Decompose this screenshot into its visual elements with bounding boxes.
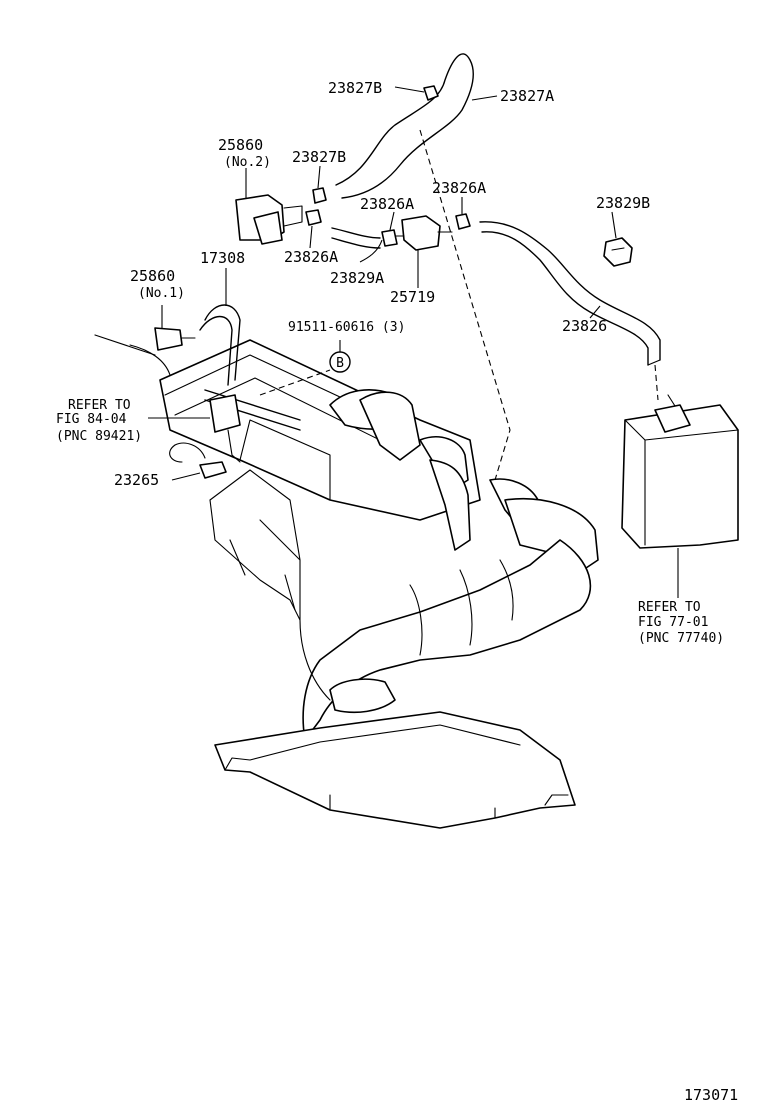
label-23829a: 23829A [330,269,384,287]
clamp-23826a-low [381,229,398,247]
label-17308: 17308 [200,249,245,267]
clamp-23827b-mid [312,187,327,204]
refer-left-line1: REFER TO [68,398,131,413]
clamp-23826a-mid [305,209,322,226]
label-23826: 23826 [562,317,607,335]
label-23826a-right: 23826A [432,179,486,197]
hose-23827a [335,53,474,199]
part-labels: 23827B 23827A 25860 (No.2) 23827B 23826A… [56,79,738,1104]
label-23265: 23265 [114,471,159,489]
clamp-23829b [603,237,633,267]
hose-23829a [331,227,381,249]
filter-25719 [395,215,453,251]
label-23829b: 23829B [596,194,650,212]
label-25860-no1: 25860 [130,267,175,285]
refer-right-line2: FIG 77-01 [638,615,708,630]
reference-b-marker: B [329,351,351,373]
label-25860-no2-sub: (No.2) [224,155,271,170]
refer-left-line2: FIG 84-04 [56,412,127,427]
hose-23826 [479,221,661,366]
label-25860-no2: 25860 [218,136,263,154]
charcoal-canister [621,394,739,549]
refer-right-line1: REFER TO [638,600,701,615]
figure-number: 173071 [684,1086,738,1104]
label-23827a: 23827A [500,87,554,105]
clamp-23827b-top [423,85,439,101]
refer-right-line3: (PNC 77740) [638,631,724,646]
leader-lines [148,86,679,598]
label-25860-no1-sub: (No.1) [138,286,185,301]
label-91511: 91511-60616 (3) [288,320,405,335]
label-23827b-mid: 23827B [292,148,346,166]
reference-b-text: B [336,356,344,371]
label-23826a-mid: 23826A [360,195,414,213]
refer-left-line3: (PNC 89421) [56,429,142,444]
label-23826a-low: 23826A [284,248,338,266]
label-23827b-top: 23827B [328,79,382,97]
clamp-23826a-right [455,213,471,230]
vsv-25860-no2 [235,194,303,245]
engine-assembly-drawing [94,304,599,829]
dashed-routing-lines [259,129,659,481]
label-25719: 25719 [390,288,435,306]
